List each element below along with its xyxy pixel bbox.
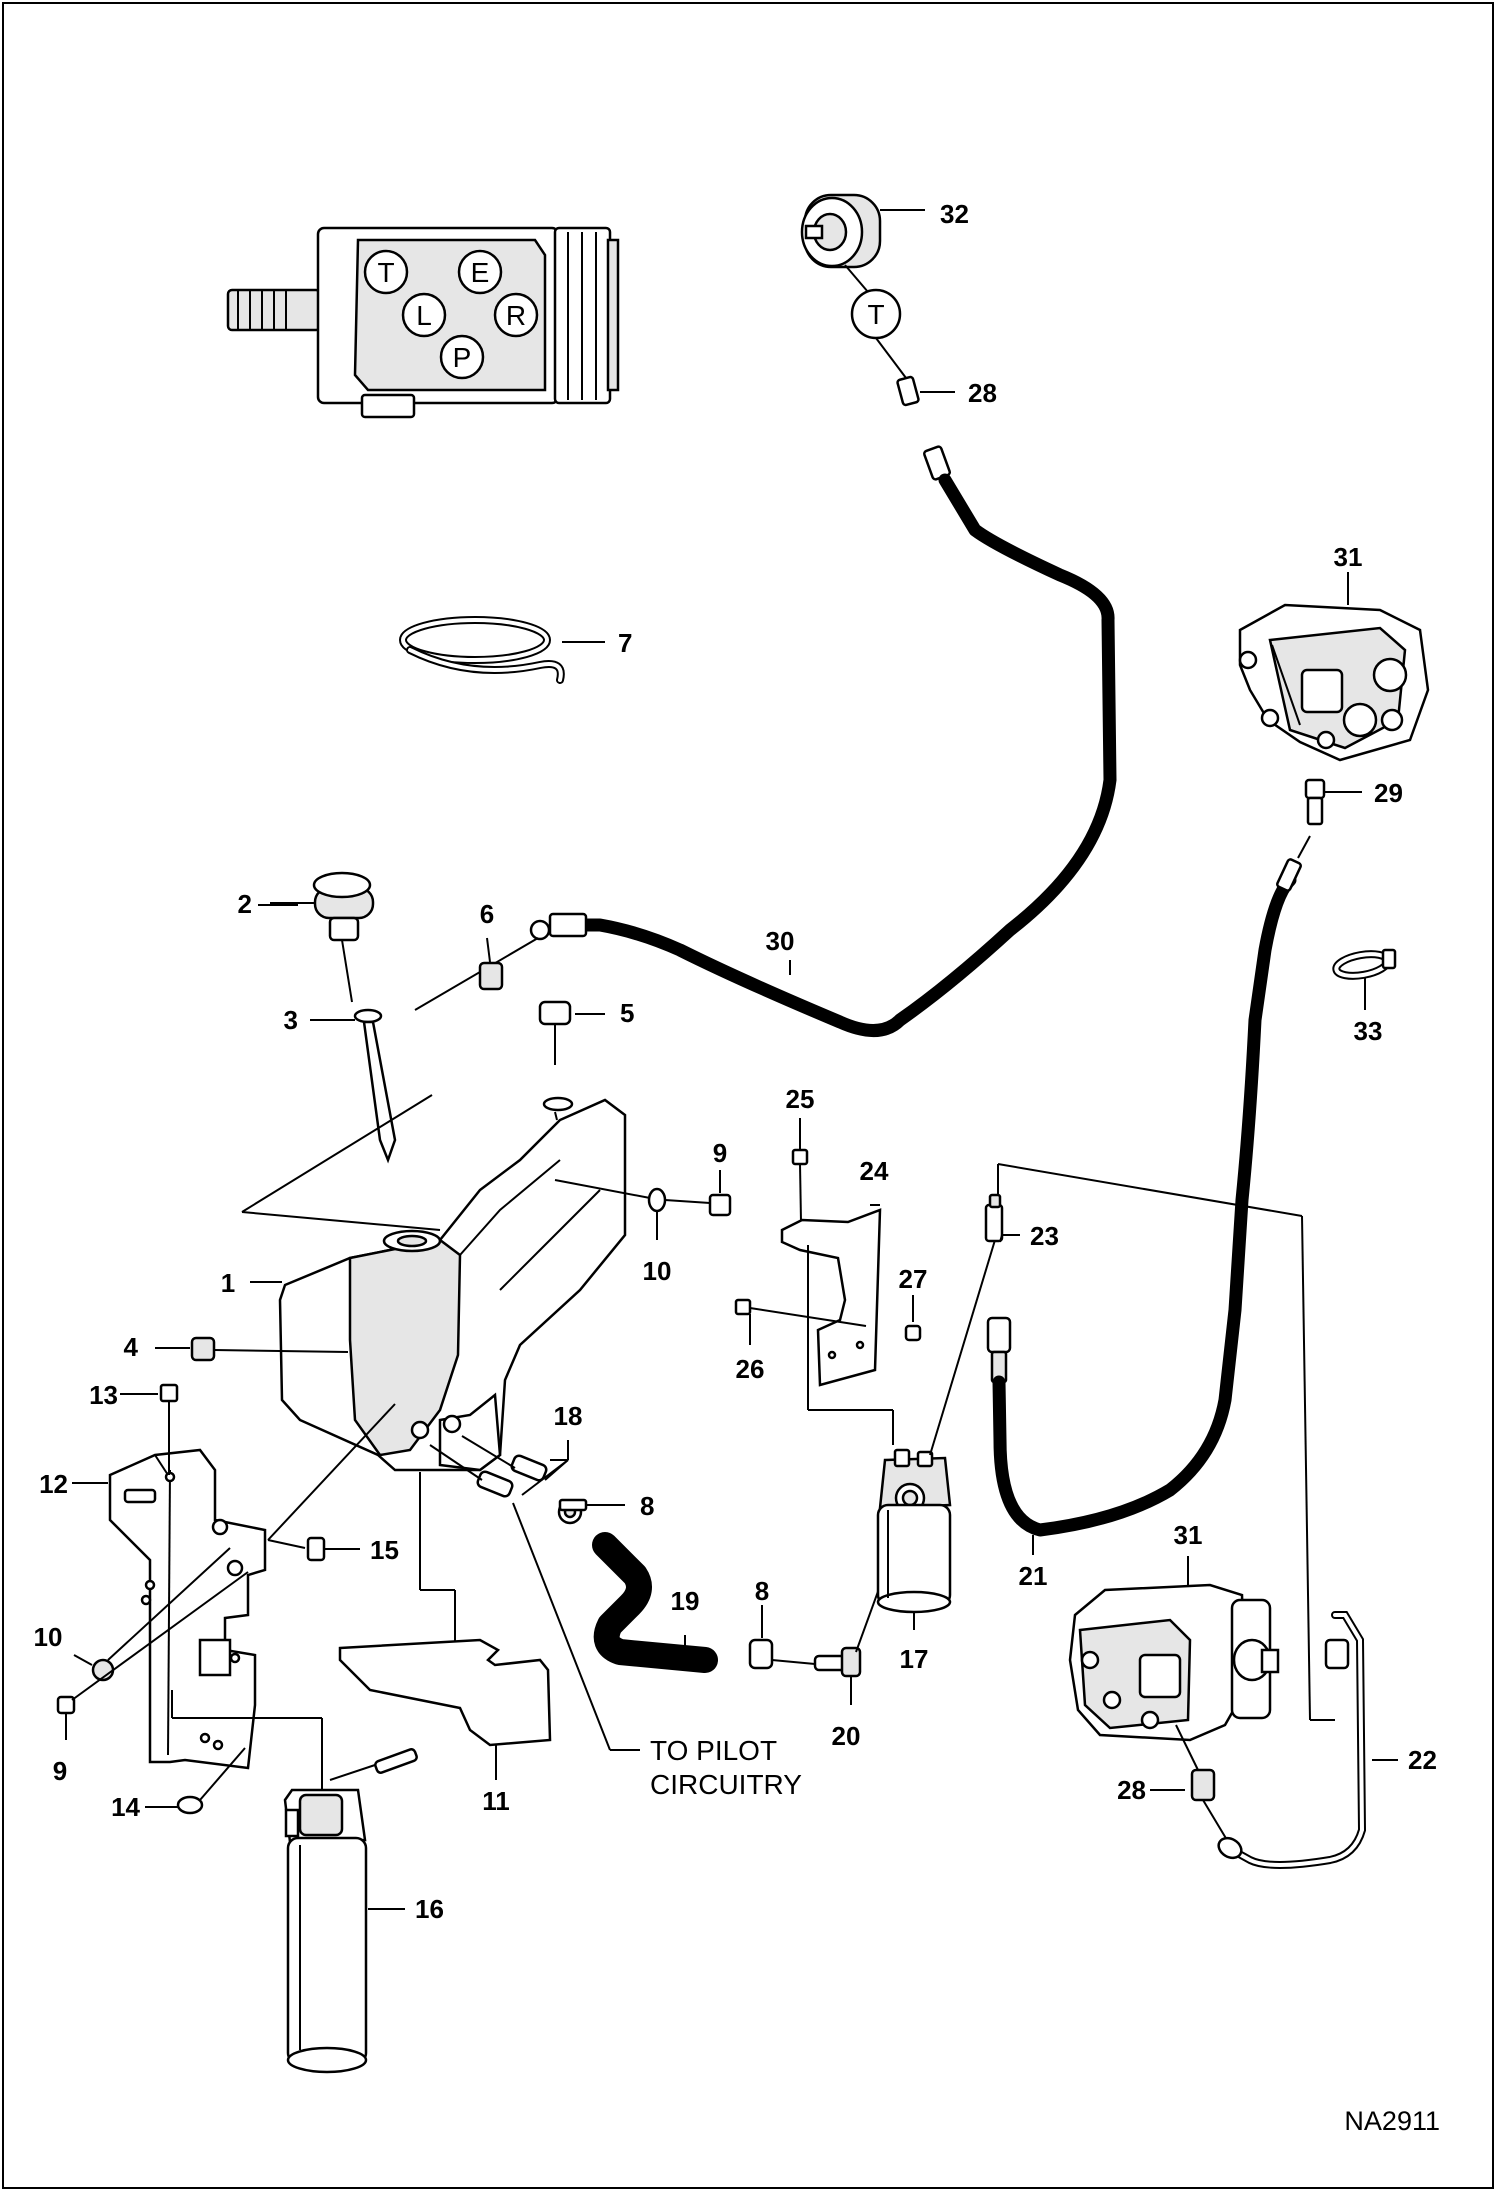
pilot-circuitry-note-line2: CIRCUITRY: [650, 1769, 802, 1800]
bracket-line-22: [997, 1163, 1335, 1721]
callout-11: 11: [482, 1786, 510, 1816]
fitting-6: [478, 937, 504, 991]
callout-33: 33: [1354, 1016, 1383, 1046]
hydraulic-reservoir-1: [241, 1094, 627, 1660]
hose-21: [986, 835, 1311, 1555]
cable-tie-33: [1332, 948, 1397, 1010]
callout-12: 12: [39, 1469, 68, 1499]
steering-control-valve: T L E R P: [226, 226, 620, 419]
callout-10-top: 10: [643, 1256, 672, 1286]
port-p-label: P: [453, 342, 472, 373]
pilot-circuitry-leader: [512, 1502, 640, 1751]
hose-clamp-8: [557, 1498, 625, 1525]
fitting-28-bottom: [1150, 1768, 1231, 1846]
callout-28-top: 28: [968, 378, 997, 408]
callout-19: 19: [671, 1586, 700, 1616]
callout-27: 27: [899, 1264, 928, 1294]
nut-27: [904, 1295, 922, 1342]
callout-7: 7: [618, 628, 632, 658]
filter-16: [171, 1690, 418, 2074]
port-r-label: R: [506, 300, 526, 331]
callout-2: 2: [238, 889, 252, 919]
callout-18: 18: [554, 1401, 583, 1431]
washer-10-tank: [554, 1170, 732, 1240]
callout-31-bottom: 31: [1174, 1520, 1203, 1550]
fitting-15: [267, 1403, 396, 1562]
plug-4: [155, 1336, 349, 1362]
callout-13: 13: [89, 1380, 118, 1410]
bolt-13: [120, 1383, 179, 1475]
drip-tray-11: [338, 1638, 552, 1780]
port-l-label: L: [416, 300, 432, 331]
pilot-circuitry-note-line1: TO PILOT: [650, 1735, 777, 1766]
callout-3: 3: [284, 1005, 298, 1035]
callout-5: 5: [620, 998, 634, 1028]
bracket-24: [780, 1118, 894, 1445]
pump-32: T: [800, 193, 925, 379]
plug-5: [538, 1000, 605, 1065]
callout-17: 17: [900, 1644, 929, 1674]
callout-14: 14: [111, 1792, 140, 1822]
fitting-28-top: [896, 375, 955, 407]
callout-10-bracket: 10: [34, 1622, 63, 1652]
callout-25: 25: [786, 1084, 815, 1114]
hose-30: [414, 445, 1117, 1037]
callout-9-bracket: 9: [53, 1756, 67, 1786]
callout-23: 23: [1030, 1221, 1059, 1251]
callout-4: 4: [124, 1332, 139, 1362]
pump-port-t-label: T: [867, 299, 884, 330]
fitting-29: [1304, 778, 1362, 826]
filter-17: [876, 1239, 996, 1630]
callout-16: 16: [415, 1894, 444, 1924]
callout-24: 24: [860, 1156, 889, 1186]
filler-cap-2: [258, 871, 375, 942]
hydrostatic-pump-31-bottom: [1068, 1556, 1280, 1771]
hose-clamp-8-center: [748, 1605, 774, 1670]
washer-10-bracket: [56, 1547, 249, 1740]
bolt-14: [145, 1747, 246, 1815]
fitting-23: [984, 1193, 1020, 1243]
callout-29: 29: [1374, 778, 1403, 808]
callout-26: 26: [736, 1354, 765, 1384]
callout-28-bottom: 28: [1117, 1775, 1146, 1805]
port-e-label: E: [471, 257, 490, 288]
callout-31-top: 31: [1334, 542, 1363, 572]
hose-19: [592, 1532, 718, 1673]
callout-32: 32: [940, 199, 969, 229]
tube-22: [1217, 1611, 1398, 1869]
dipstick-3: [310, 939, 397, 1164]
callout-1: 1: [221, 1268, 235, 1298]
callout-9-top: 9: [713, 1138, 727, 1168]
callout-8-left: 8: [640, 1491, 654, 1521]
callout-20: 20: [832, 1721, 861, 1751]
fittings-18: [429, 1435, 569, 1498]
bracket-12: [72, 1448, 267, 1770]
port-t-label: T: [377, 257, 394, 288]
bolt-26: [734, 1298, 867, 1345]
callout-6: 6: [480, 899, 494, 929]
callout-30: 30: [766, 926, 795, 956]
figure-code: NA2911: [1344, 2106, 1440, 2136]
breather-tube-7: [399, 616, 605, 684]
callout-labels: 2 3 6 5 7 32 28 30 31 29 33 25 24 9 10 2…: [34, 199, 1437, 1924]
callout-22: 22: [1408, 1745, 1437, 1775]
hydrostatic-pump-31-top: [1238, 572, 1430, 762]
callout-8-center: 8: [755, 1576, 769, 1606]
callout-15: 15: [370, 1535, 399, 1565]
callout-21: 21: [1019, 1561, 1048, 1591]
